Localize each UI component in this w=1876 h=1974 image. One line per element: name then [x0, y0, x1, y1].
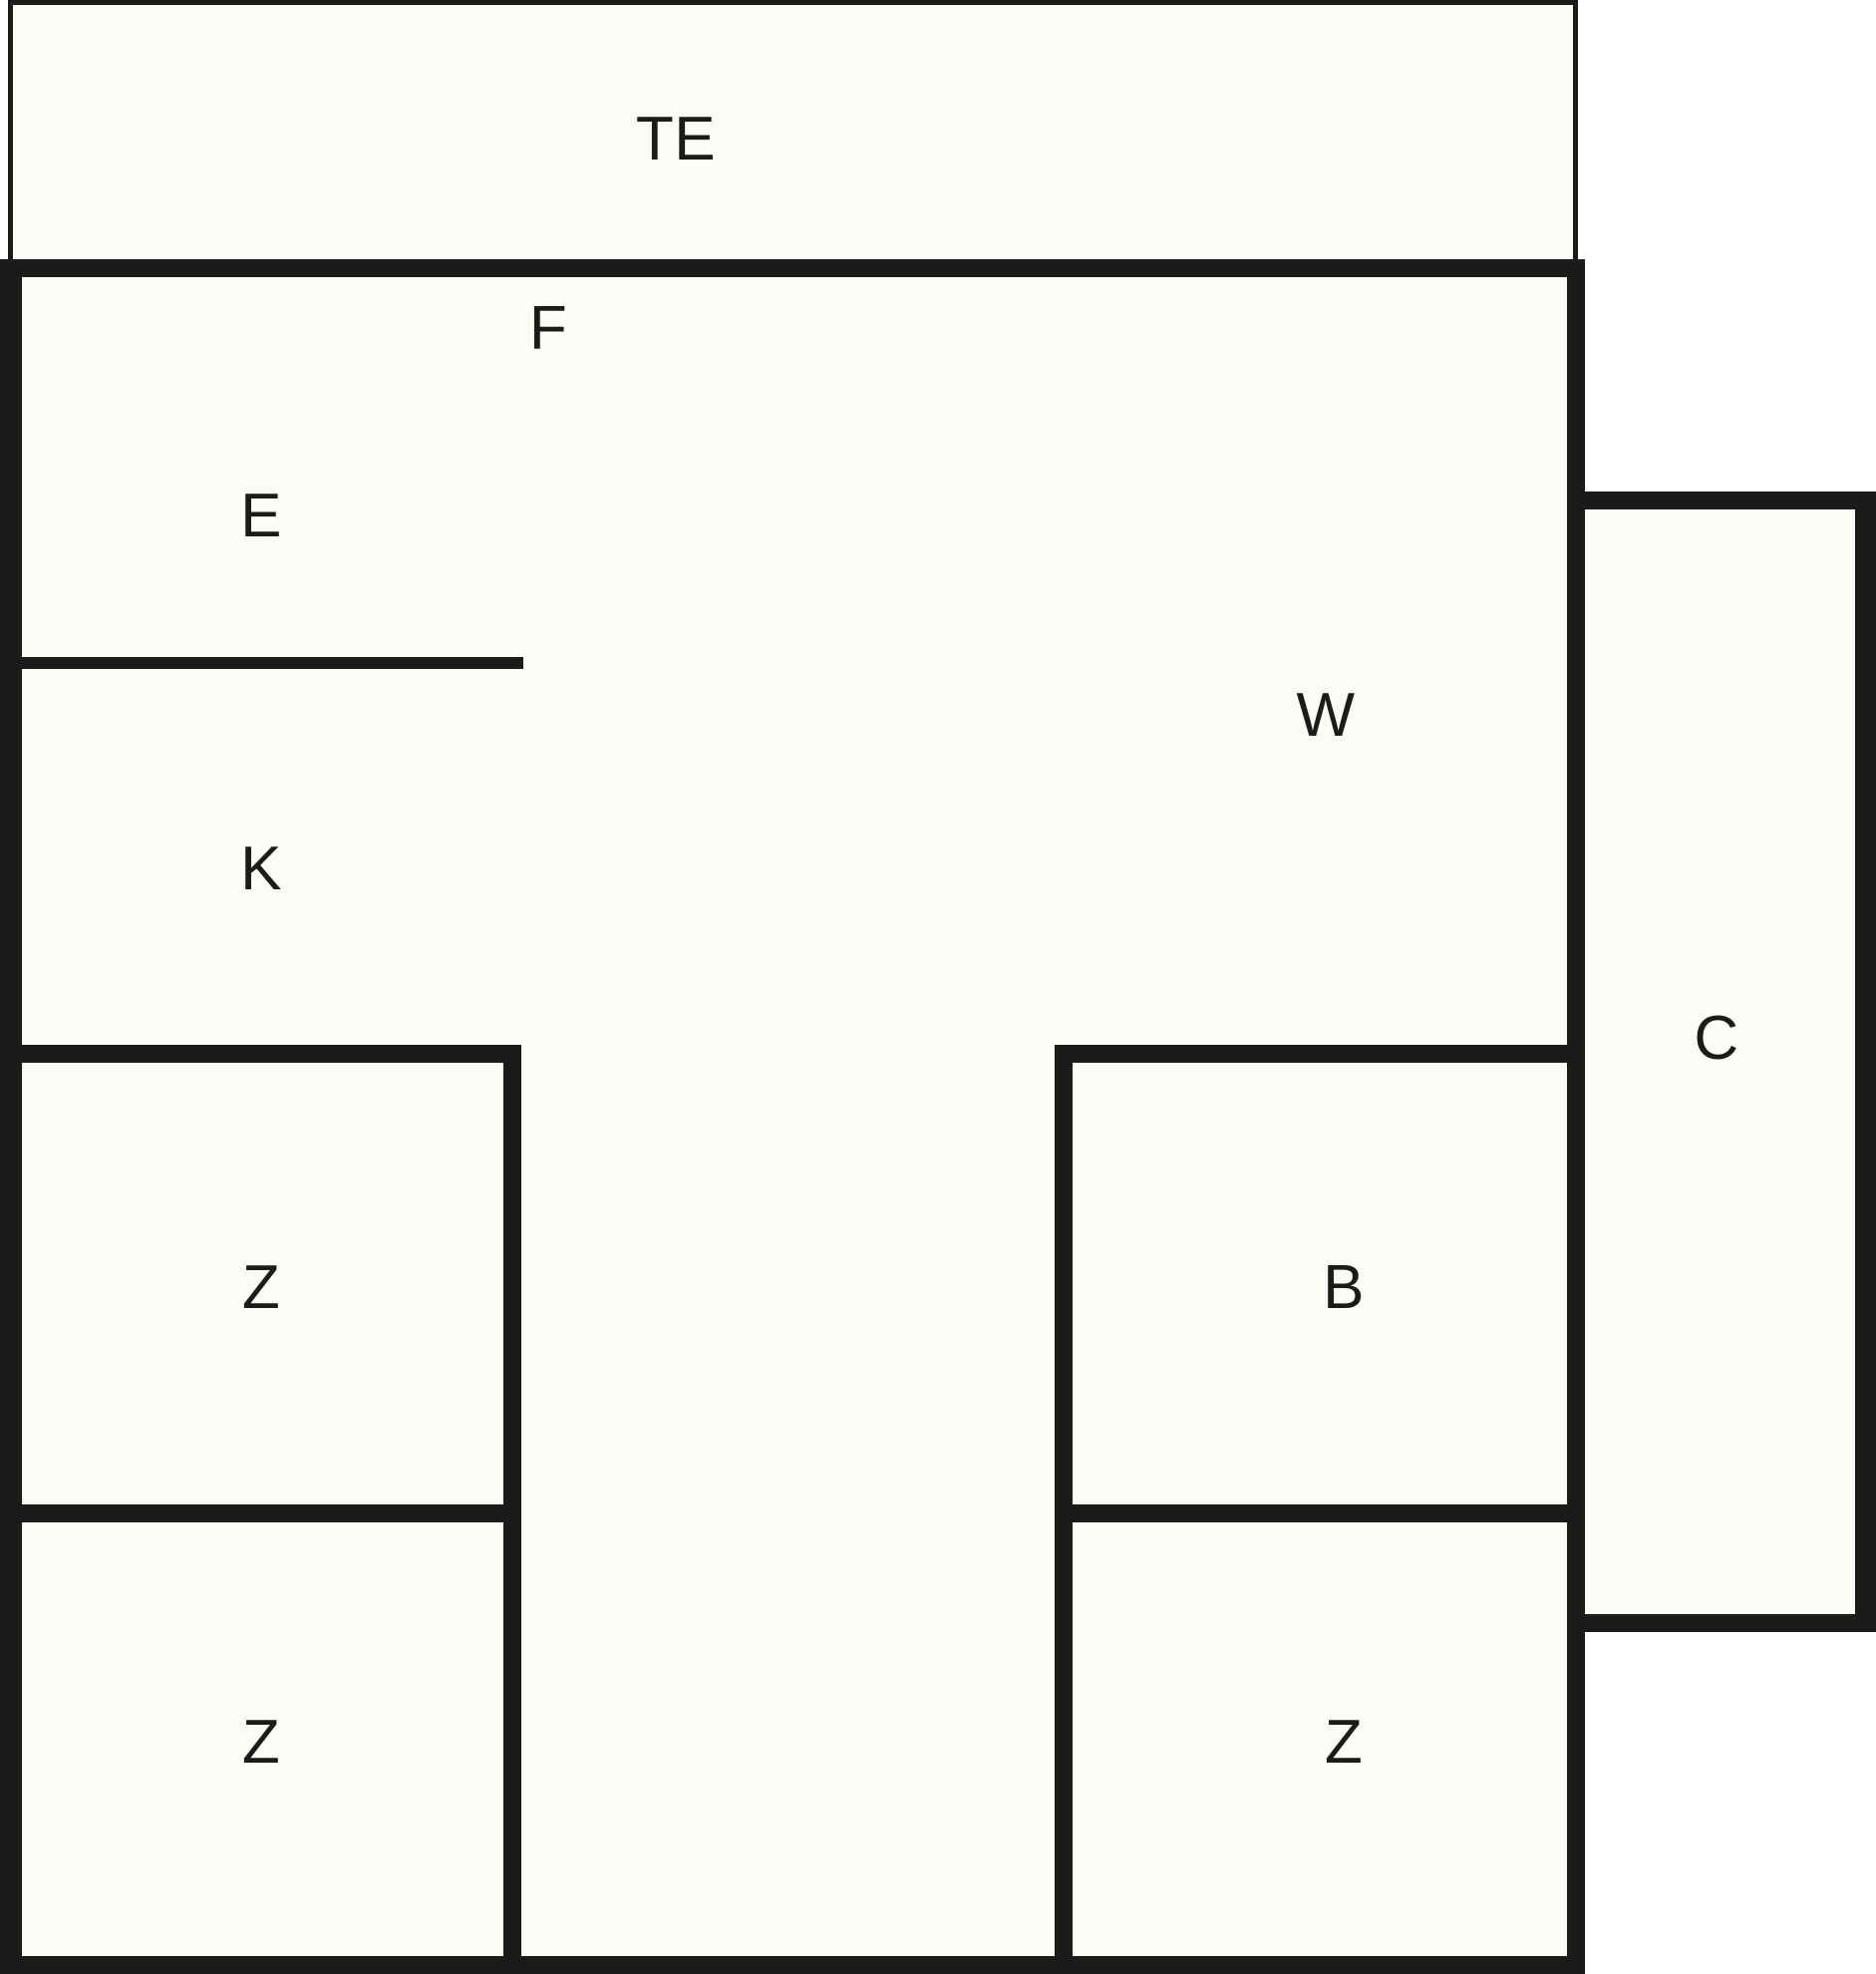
room-label-z-left-upper: Z — [241, 1253, 281, 1322]
room-label-f: F — [528, 294, 568, 363]
room-fill-c — [1585, 509, 1855, 1614]
wall-z-left-divider — [13, 1504, 521, 1522]
room-fills — [11, 0, 1855, 1956]
room-label-te: TE — [635, 105, 717, 173]
room-label-c: C — [1694, 1004, 1739, 1073]
wall-main-right-lower — [1567, 1614, 1585, 1974]
wall-b-left — [1055, 1045, 1073, 1513]
room-label-k: K — [240, 834, 282, 903]
room-label-z-right-lower: Z — [1324, 1708, 1364, 1777]
wall-z-left-lower-right — [503, 1504, 521, 1965]
wall-te-left — [8, 0, 13, 259]
room-label-z-left-lower: Z — [241, 1708, 281, 1777]
wall-z-left-upper-right — [503, 1045, 521, 1513]
room-fill-main-body — [22, 277, 1567, 1956]
room-fill-te — [11, 0, 1575, 257]
wall-c-top — [1567, 492, 1876, 509]
wall-z-right-lower-left — [1055, 1504, 1073, 1965]
wall-main-right-upper — [1567, 259, 1585, 509]
wall-c-bottom — [1567, 1614, 1876, 1632]
room-label-e: E — [240, 482, 282, 550]
wall-main-bottom — [0, 1956, 1585, 1974]
wall-main-top — [0, 259, 1585, 277]
wall-main-left — [0, 259, 22, 1974]
wall-te-top — [8, 0, 1578, 5]
room-label-b: B — [1323, 1253, 1365, 1322]
room-label-w: W — [1296, 681, 1356, 750]
wall-b-top — [1055, 1045, 1576, 1063]
wall-z-left-upper-top — [13, 1045, 521, 1063]
wall-e-k-divider — [8, 657, 523, 669]
wall-te-right — [1573, 0, 1578, 261]
wall-b-z-divider — [1055, 1504, 1576, 1522]
wall-c-right — [1855, 492, 1876, 1632]
